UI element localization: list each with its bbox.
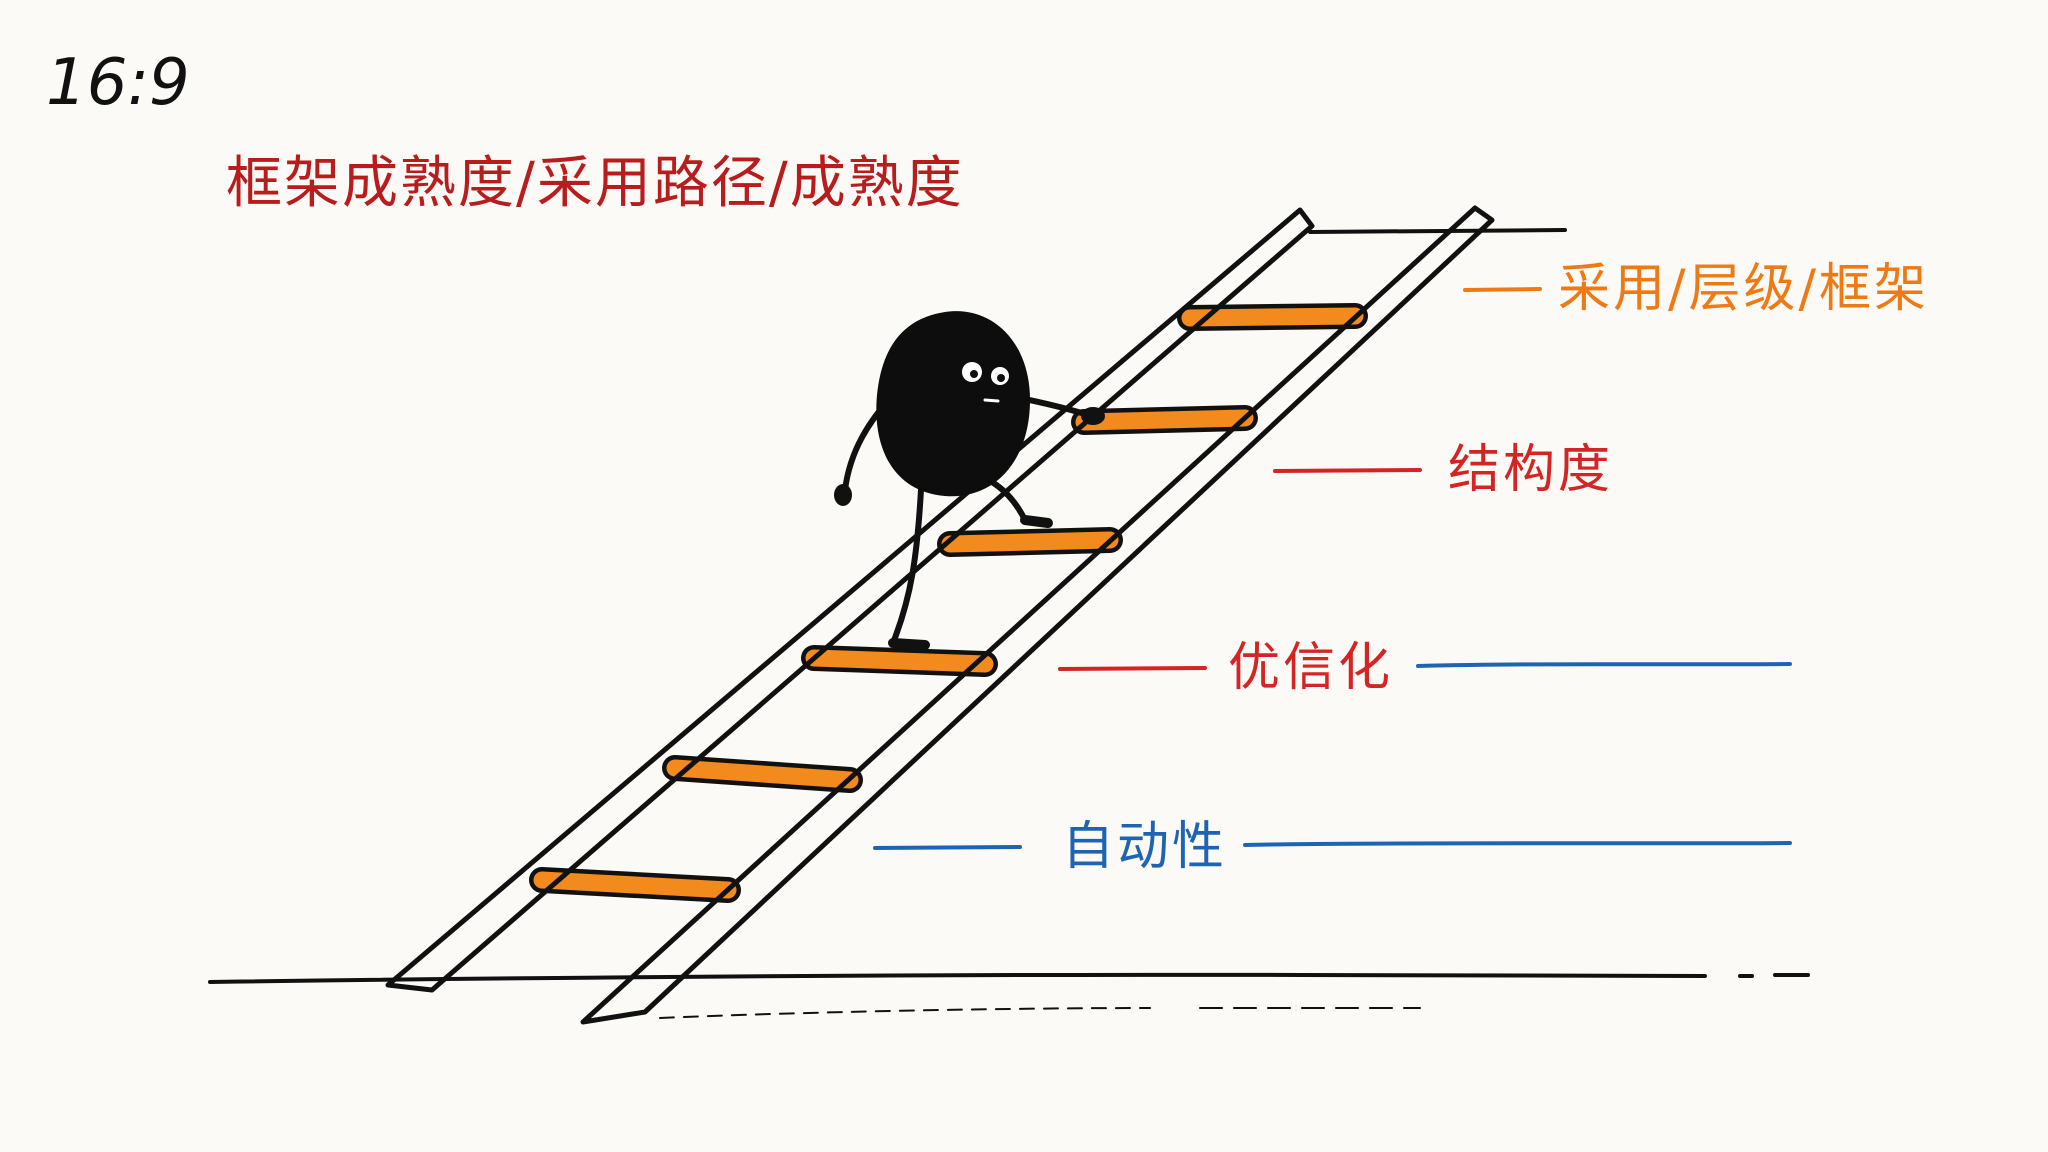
ground-line (208, 972, 1810, 1019)
ladder-rungs (529, 303, 1368, 903)
level-dash (1058, 666, 1207, 671)
level-guide-line (1243, 841, 1792, 847)
ladder-rung (533, 871, 737, 899)
ladder-rung (666, 759, 859, 789)
level-label: 采用/层级/框架 (1558, 259, 1929, 319)
level-label: 优信化 (1228, 638, 1393, 698)
ladder-rung (1181, 307, 1364, 327)
right-rail (580, 205, 1495, 1025)
ladder-rung (1075, 409, 1254, 431)
top-line (1308, 228, 1567, 234)
level-marker: 结构度 (1273, 440, 1613, 500)
aspect-label: 16:9 (46, 46, 190, 120)
ladder-rung (941, 531, 1119, 553)
level-dash (1463, 287, 1542, 292)
level-marker: 自动性 (873, 817, 1792, 877)
level-label: 自动性 (1062, 817, 1227, 877)
ladder-rung (805, 649, 994, 673)
level-label: 结构度 (1448, 440, 1613, 500)
level-guide-line (1416, 662, 1792, 668)
page-title: 框架成熟度/采用路径/成熟度 (226, 151, 964, 216)
level-marker: 采用/层级/框架 (1463, 259, 1929, 319)
level-dash (1273, 468, 1422, 473)
level-marker: 优信化 (1058, 638, 1792, 698)
blob-climber-icon (834, 311, 1105, 650)
level-dash (873, 845, 1022, 850)
